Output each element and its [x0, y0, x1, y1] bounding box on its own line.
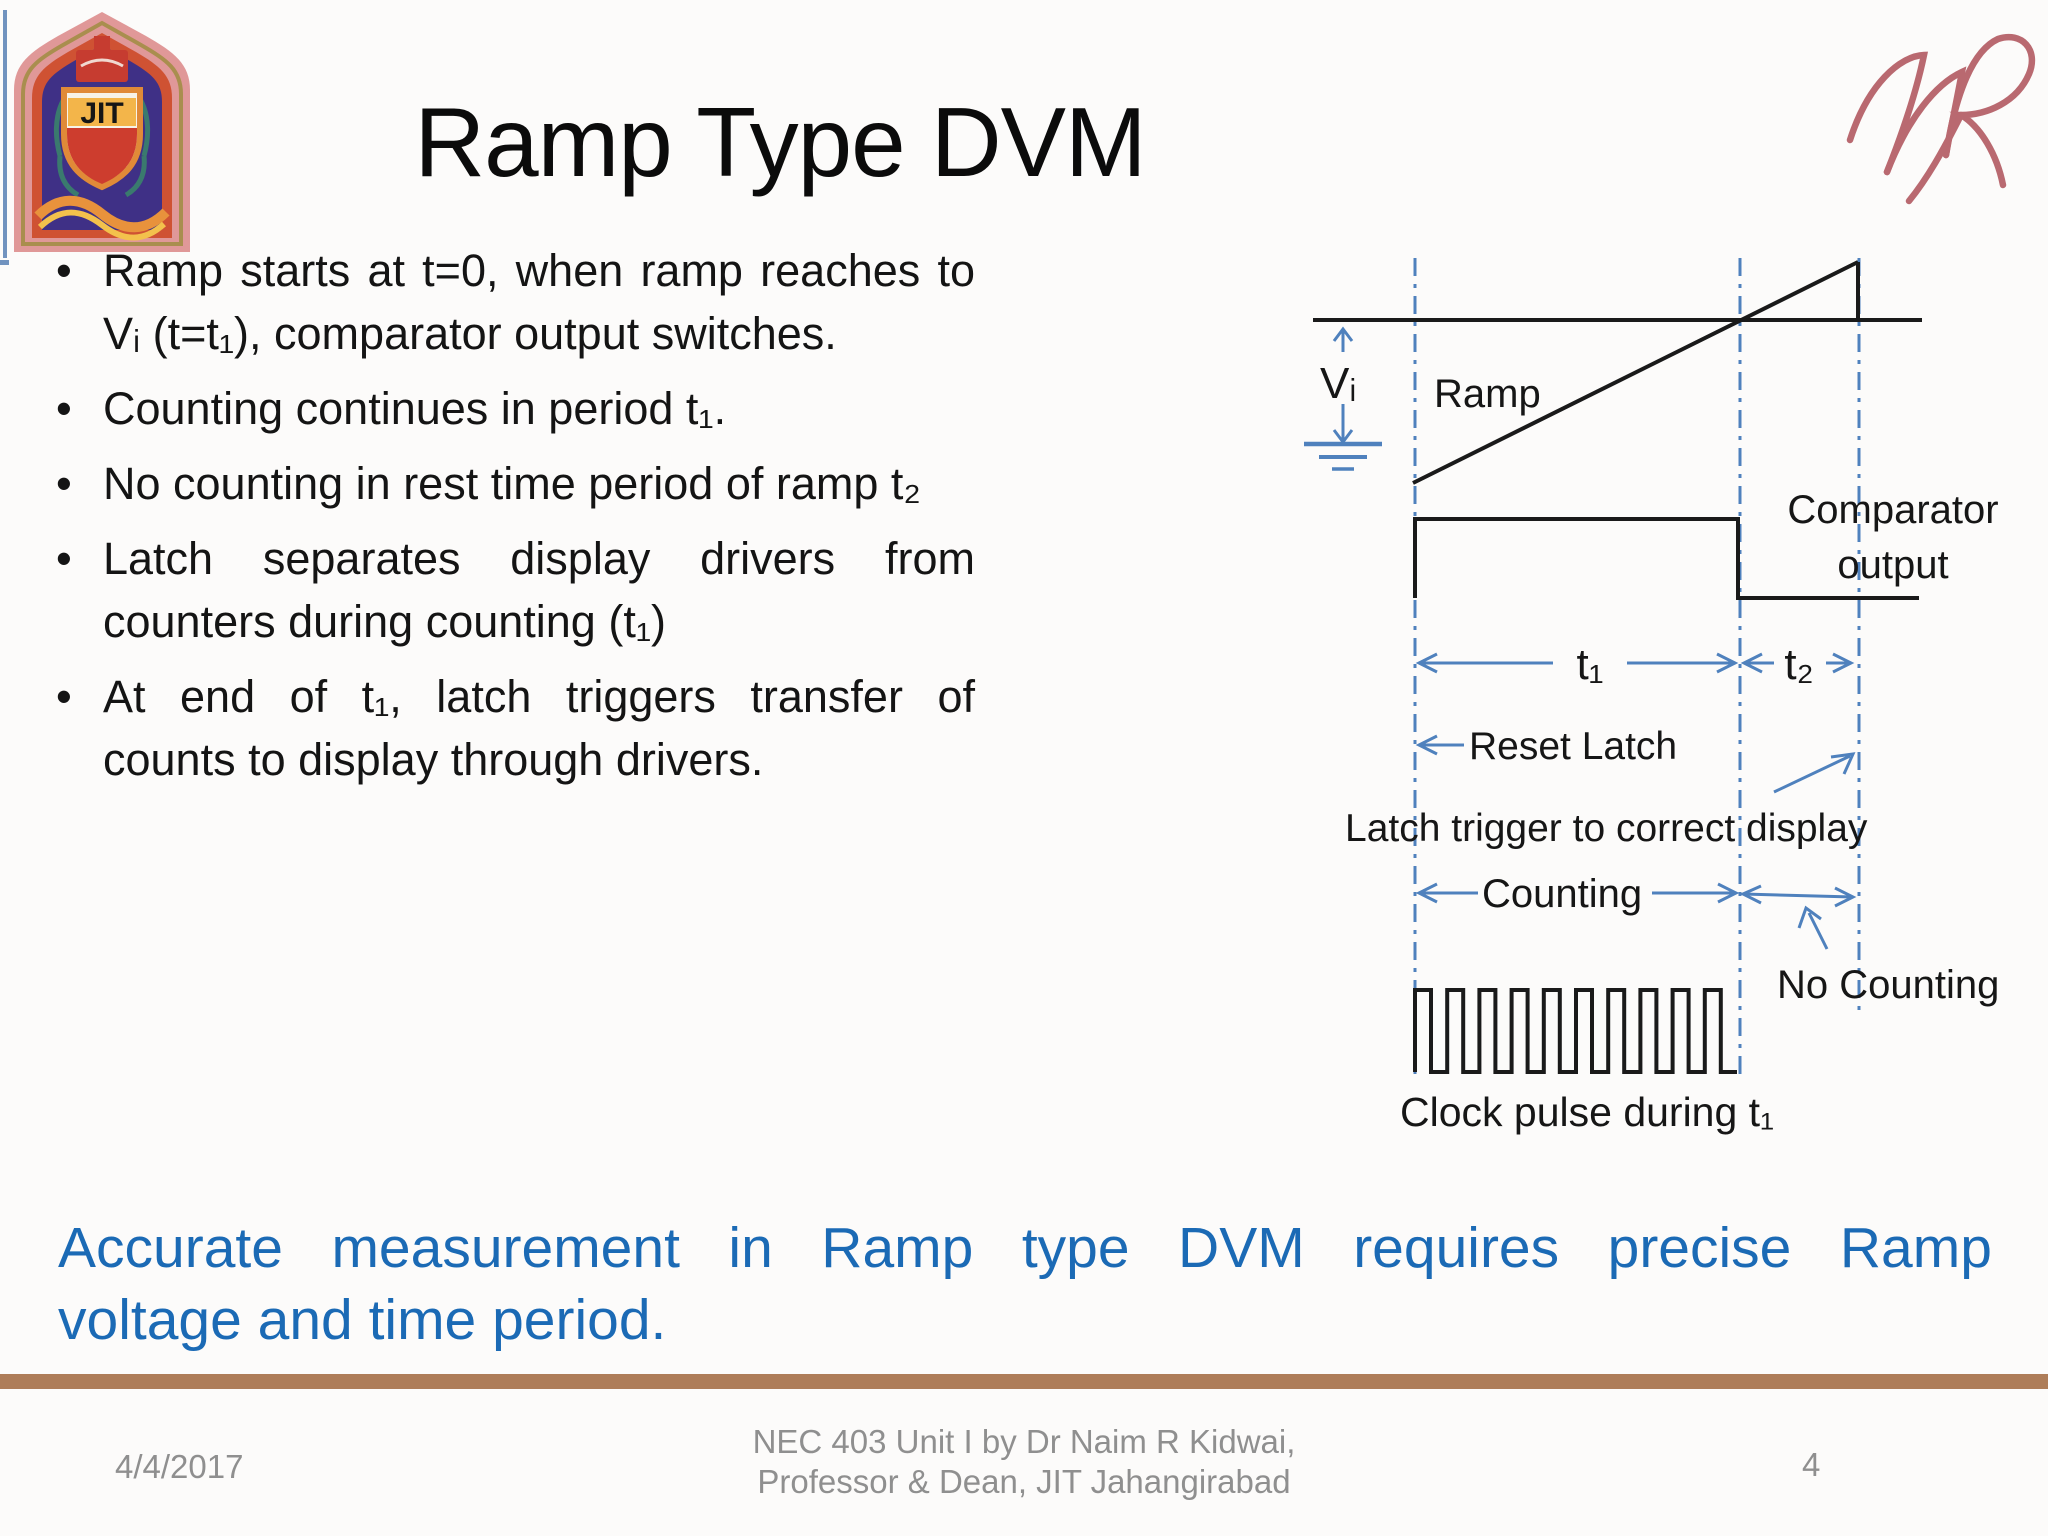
comparator-output-trace — [1413, 517, 1919, 600]
jit-crest-graphic: JIT — [14, 12, 190, 252]
divider-bar — [0, 1374, 2048, 1389]
bullet-marker: • — [56, 458, 72, 509]
timing-diagram: Vᵢ Ramp Comparator output t₁ t₂ — [1280, 245, 2048, 1145]
no-counting-label: No Counting — [1777, 963, 1999, 1007]
no-counting-pointer-arrow — [1797, 905, 1829, 950]
latch-trigger-label: Latch trigger to correct display — [1345, 807, 1868, 850]
left-edge-accent-line — [3, 10, 7, 258]
t2-span-arrow — [1740, 652, 1855, 674]
crest-jit-text: JIT — [80, 97, 123, 130]
bullet-1-line-2: Vᵢ (t=t₁), comparator output switches. — [103, 308, 837, 359]
note-text-line-2: voltage and time period. — [58, 1288, 667, 1352]
vi-arrow-up-head — [1332, 326, 1354, 342]
no-counting-span-arrow — [1739, 884, 1857, 908]
footer-credit: NEC 403 Unit I by Dr Naim R Kidwai, Prof… — [624, 1422, 1424, 1502]
nr-signature-graphic — [1846, 34, 2036, 205]
reset-latch-arrow — [1415, 734, 1464, 756]
ground-icon — [1304, 441, 1382, 471]
bullet-marker: • — [56, 533, 72, 584]
vi-label: Vᵢ — [1320, 359, 1356, 408]
t2-label: t₂ — [1784, 640, 1813, 689]
page-title: Ramp Type DVM — [414, 87, 1146, 197]
t1-span-arrow — [1415, 652, 1739, 674]
bullet-marker: • — [56, 383, 72, 434]
ramp-label: Ramp — [1434, 372, 1541, 416]
nr-signature-logo — [1840, 22, 2045, 237]
clock-pulse-train — [1413, 988, 1737, 1074]
timing-diagram-graphic: Vᵢ Ramp Comparator output t₁ t₂ — [1304, 258, 1999, 1135]
left-edge-accent-dash — [0, 260, 9, 265]
jit-crest-logo: JIT — [8, 6, 196, 256]
footer-credit-line-2: Professor & Dean, JIT Jahangirabad — [757, 1463, 1291, 1500]
t1-label: t₁ — [1576, 640, 1603, 689]
bullet-marker: • — [56, 245, 72, 296]
bullet-marker: • — [56, 671, 72, 722]
bullet-2-line-1: Counting continues in period t₁. — [103, 383, 727, 434]
clock-pulse-label: Clock pulse during t₁ — [1400, 1089, 1774, 1135]
reset-latch-label: Reset Latch — [1469, 725, 1677, 768]
bullet-5-line-2: counts to display through drivers. — [103, 734, 764, 785]
latch-trigger-arrow — [1773, 752, 1856, 794]
footer-credit-line-1: NEC 403 Unit I by Dr Naim R Kidwai, — [752, 1423, 1296, 1460]
ramp-line — [1412, 260, 1859, 485]
comparator-label-line2: output — [1837, 543, 1948, 587]
footer-page-number: 4 — [1802, 1446, 1821, 1483]
counting-span-arrow — [1415, 882, 1740, 904]
comparator-label-line1: Comparator — [1787, 488, 1998, 532]
bullet-4-line-2: counters during counting (t₁) — [103, 596, 666, 647]
footer-date: 4/4/2017 — [115, 1448, 244, 1485]
bullet-3-line-1: No counting in rest time period of ramp … — [103, 458, 921, 509]
counting-label: Counting — [1482, 872, 1642, 916]
